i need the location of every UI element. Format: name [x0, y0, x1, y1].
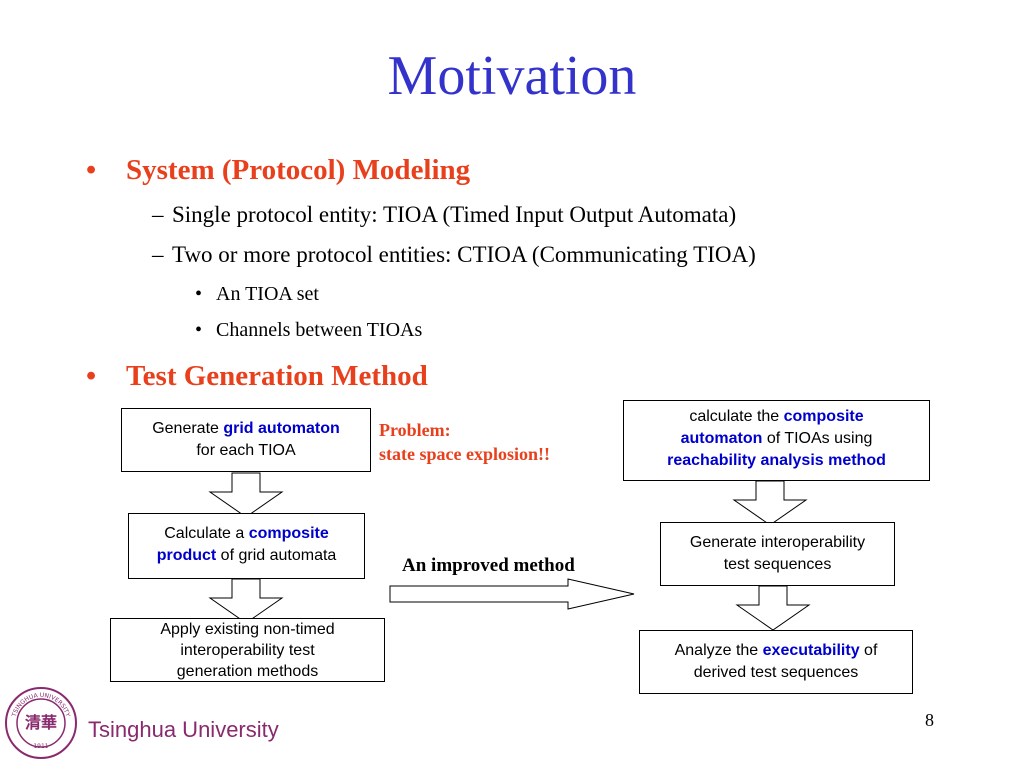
sub-sub-bullet-tioa-set: An TIOA set: [216, 283, 319, 305]
flow-text: for each TIOA: [196, 442, 296, 459]
flow-text: Generate: [152, 420, 224, 437]
flow-text: Calculate a: [164, 525, 249, 542]
right-arrow-icon: [389, 578, 635, 610]
flow-text: calculate the: [689, 408, 784, 425]
flow-text: interoperability test: [180, 642, 315, 659]
flow-text: of: [859, 642, 878, 659]
sub-bullet-single-entity: Single protocol entity: TIOA (Timed Inpu…: [172, 202, 737, 227]
problem-description: state space explosion!!: [379, 444, 550, 464]
page-number: 8: [925, 710, 934, 730]
svg-text:1911: 1911: [33, 743, 48, 750]
keyword-reachability-analysis: reachability analysis method: [667, 452, 886, 469]
flow-box-calculate-composite: calculate the composite automaton of TIO…: [623, 400, 930, 481]
improved-method-label: An improved method: [402, 555, 575, 576]
university-seal-icon: 清華 TSINGHUA UNIVERSITY 1911: [5, 687, 77, 759]
bullet-dot: •: [86, 360, 97, 392]
problem-label: Problem:: [379, 420, 451, 440]
svg-text:清華: 清華: [25, 713, 57, 732]
bullet-heading-test-generation: Test Generation Method: [126, 360, 428, 392]
problem-note: Problem: state space explosion!!: [379, 418, 550, 466]
flow-box-apply-methods: Apply existing non-timed interoperabilit…: [110, 618, 385, 682]
small-bullet-dot: •: [195, 319, 203, 341]
down-arrow-icon: [208, 472, 284, 518]
flow-box-generate-grid: Generate grid automaton for each TIOA: [121, 408, 371, 472]
university-name: Tsinghua University: [88, 717, 279, 742]
down-arrow-icon: [732, 480, 808, 526]
keyword-composite: composite: [783, 408, 864, 425]
sub-bullet-multiple-entities: Two or more protocol entities: CTIOA (Co…: [172, 242, 756, 267]
flow-text: generation methods: [176, 663, 319, 680]
bullet-dot: •: [86, 154, 97, 186]
keyword-automaton: automaton: [680, 430, 763, 447]
down-arrow-icon: [735, 585, 811, 631]
dash-marker: –: [152, 202, 164, 227]
flow-box-generate-sequences: Generate interoperability test sequences: [660, 522, 895, 586]
keyword-product: product: [156, 547, 217, 564]
flow-text: Generate interoperability: [689, 534, 866, 551]
flow-text: Analyze the: [674, 642, 763, 659]
bullet-heading-modeling: System (Protocol) Modeling: [126, 154, 471, 186]
keyword-executability: executability: [762, 642, 860, 659]
keyword-composite: composite: [248, 525, 329, 542]
flow-text: of grid automata: [216, 547, 337, 564]
down-arrow-icon: [208, 578, 284, 624]
small-bullet-dot: •: [195, 283, 203, 305]
flow-text: Apply existing non-timed: [160, 621, 335, 638]
flow-text: derived test sequences: [693, 664, 859, 681]
flow-text: of TIOAs using: [762, 430, 873, 447]
dash-marker: –: [152, 242, 164, 267]
flow-box-composite-product: Calculate a composite product of grid au…: [128, 513, 365, 579]
sub-sub-bullet-channels: Channels between TIOAs: [216, 319, 423, 341]
slide-title: Motivation: [387, 45, 637, 107]
flow-box-analyze-executability: Analyze the executability of derived tes…: [639, 630, 913, 694]
flow-text: test sequences: [723, 556, 832, 573]
keyword-grid-automaton: grid automaton: [223, 420, 340, 437]
